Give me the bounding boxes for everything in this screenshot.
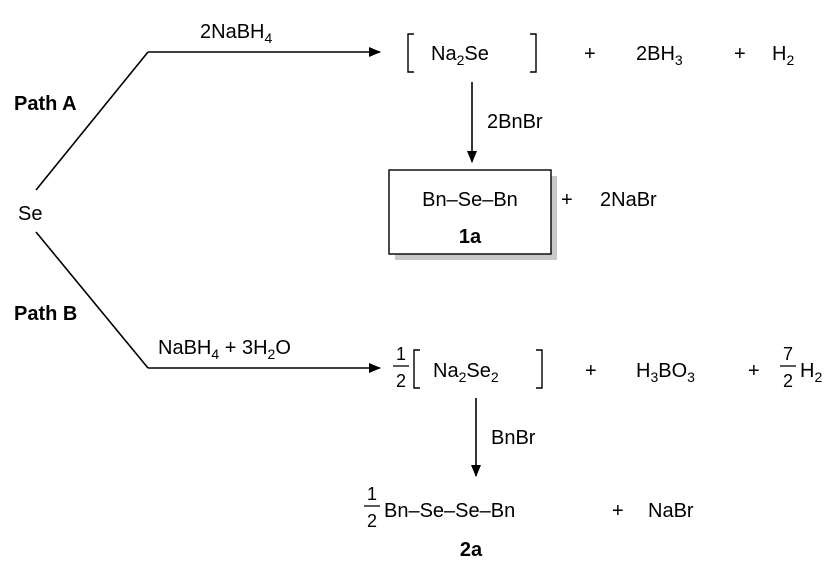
- byproduct-nabr-a: 2NaBr: [600, 189, 657, 211]
- intermediate-na2se: Na2Se: [431, 43, 489, 68]
- intermediate-b-right-bracket: [536, 349, 543, 389]
- reactant-se: Se: [18, 203, 42, 225]
- product-2a-coeff-den: 2: [367, 511, 377, 531]
- byproduct-h2: H2: [772, 43, 794, 68]
- intermediate-na2se2: Na2Se2: [433, 360, 499, 385]
- path-b-reagent: NaBH4 + 3H2O: [158, 337, 291, 362]
- path-a: Path A 2NaBH4 Na2Se + 2BH3 + H2 2BnBr Bn…: [14, 21, 794, 260]
- product-2a-label: 2a: [460, 539, 483, 561]
- plus-sign: +: [734, 43, 746, 65]
- plus-sign: +: [561, 189, 573, 211]
- intermediate-b-coeff-den: 2: [396, 371, 406, 391]
- intermediate-a-left-bracket: [407, 33, 414, 73]
- path-b-branch-line: [35, 231, 149, 369]
- h2-coeff-den: 2: [783, 371, 793, 391]
- path-a-branch-line: [35, 51, 149, 191]
- intermediate-a-right-bracket: [530, 33, 537, 73]
- path-b-label: Path B: [14, 303, 77, 325]
- path-b: Path B NaBH4 + 3H2O 1 2 Na2Se2 + H3BO3 +…: [14, 231, 822, 561]
- plus-sign: +: [585, 360, 597, 382]
- product-1a-formula: Bn–Se–Bn: [422, 189, 518, 211]
- byproduct-h2-b: H2: [800, 360, 822, 385]
- byproduct-bh3: 2BH3: [636, 43, 683, 68]
- plus-sign: +: [748, 360, 760, 382]
- product-2a-coeff-num: 1: [367, 484, 377, 504]
- intermediate-b-left-bracket: [413, 349, 420, 389]
- h2-coeff-num: 7: [783, 344, 793, 364]
- plus-sign: +: [584, 43, 596, 65]
- byproduct-h3bo3: H3BO3: [636, 360, 695, 385]
- product-1a-box: [388, 169, 552, 255]
- plus-sign: +: [612, 500, 624, 522]
- path-a-step-reagent: 2BnBr: [487, 111, 543, 133]
- product-2a-formula: Bn–Se–Se–Bn: [384, 500, 515, 522]
- intermediate-b-coeff-num: 1: [396, 344, 406, 364]
- path-b-step-reagent: BnBr: [491, 427, 536, 449]
- product-1a-label: 1a: [459, 226, 482, 248]
- path-a-reagent: 2NaBH4: [200, 21, 272, 46]
- byproduct-nabr-b: NaBr: [648, 500, 694, 522]
- path-a-label: Path A: [14, 93, 77, 115]
